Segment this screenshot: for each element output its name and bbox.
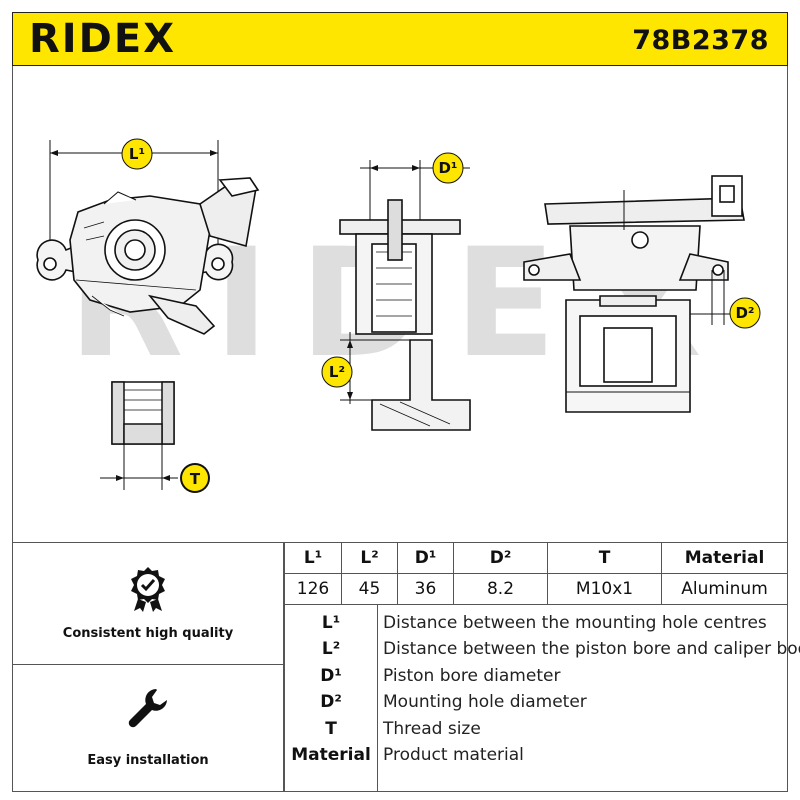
spec-value: 45 [341,573,398,605]
legend-row: L¹ Distance between the mounting hole ce… [321,613,767,633]
quality-badge-icon [131,567,165,612]
legend-row: D¹ Piston bore diameter [320,666,561,686]
part-number: 78B2378 [632,25,769,56]
feature-quality: Consistent high quality [12,542,284,665]
legend-row: T Thread size [325,719,481,739]
spec-value: Aluminum [661,573,788,605]
spec-value: M10x1 [547,573,662,605]
dim-badge-l2: L² [321,356,353,388]
wrench-icon [128,689,167,728]
drawing-area [12,66,788,542]
svg-text:L²: L² [329,363,345,381]
thread-section-view [100,381,178,490]
header-bar: RIDEX 78B2378 [12,12,788,66]
caliper-section-view [339,160,471,431]
spec-header: Material [661,542,788,574]
brand-logo: RIDEX [29,16,177,62]
spec-header: D² [453,542,548,574]
caliper-front-view [523,175,745,413]
spec-header: L² [341,542,398,574]
legend-row: L² Distance between the piston bore and … [321,639,800,659]
spec-value: 8.2 [453,573,548,605]
svg-text:D¹: D¹ [438,159,457,177]
svg-text:D²: D² [735,304,754,322]
specs-table: L¹ L² D¹ D² T Material 126 45 36 8.2 M10… [284,542,788,605]
dim-badge-d1: D¹ [432,152,464,184]
dim-badge-l1: L¹ [121,138,153,170]
spec-header: D¹ [397,542,454,574]
caliper-side-view [36,140,260,335]
legend-row: D² Mounting hole diameter [320,692,587,712]
info-panel: Consistent high quality Easy installatio… [12,542,800,792]
spec-value: 126 [284,573,342,605]
technical-drawing: RIDEX L¹ [36,138,761,493]
legend: L¹ Distance between the mounting hole ce… [284,604,800,792]
feature-label: Consistent high quality [62,626,234,641]
legend-row: Material Product material [291,745,524,765]
spec-value: 36 [397,573,454,605]
feature-installation: Easy installation [12,664,284,792]
feature-label: Easy installation [87,753,209,768]
spec-header: L¹ [284,542,342,574]
dim-badge-t: T [180,463,210,493]
spec-header: T [547,542,662,574]
dim-badge-d2: D² [729,297,761,329]
svg-text:L¹: L¹ [129,145,145,163]
svg-text:T: T [190,470,201,488]
